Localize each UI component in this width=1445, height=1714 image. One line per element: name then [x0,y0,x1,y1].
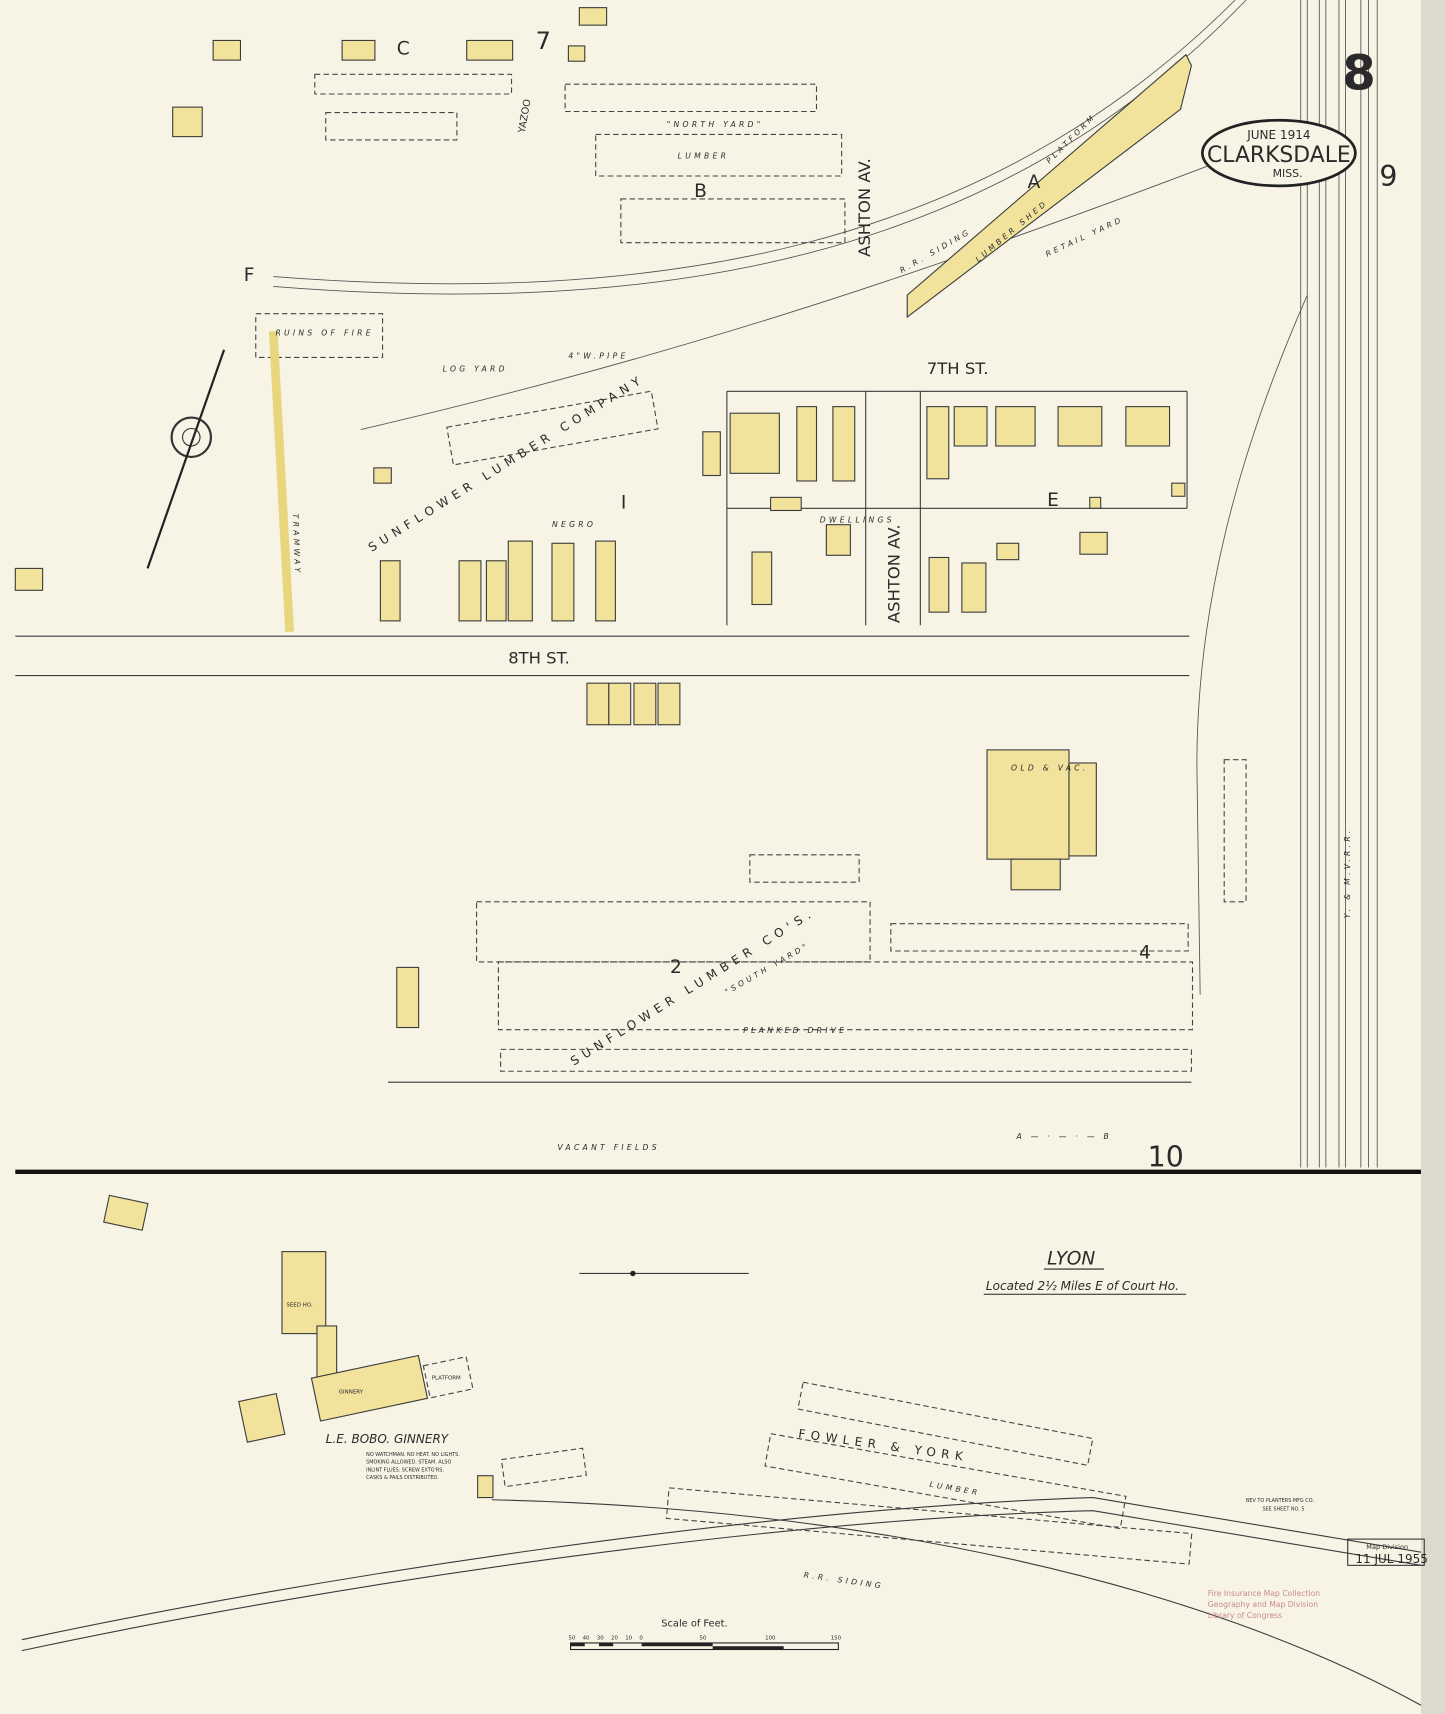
fowler-york-label: FOWLER & YORK [798,1427,970,1465]
block-i: I [621,492,626,513]
loc-line: Fire Insurance Map Collection [1208,1589,1320,1598]
ginnery-note: SMOKING ALLOWED. STEAM. ALSO [366,1460,451,1466]
sheet-edge [1420,0,1445,1714]
scale-bar: Scale of Feet. 50 40 30 20 10 0 50 100 1… [568,1619,842,1651]
ginnery-note: CASKS & PAILS DISTRIBUTED. [366,1475,439,1481]
ginnery-note: INLINT FLUES. SCREW EXTG'RS. [366,1467,444,1473]
street-label-ashton-upper: ASHTON AV. [855,158,874,257]
lyon-rr-siding-label: R.R. SIDING [803,1570,884,1590]
dwellings-label-1: NEGRO [552,520,596,529]
lyon-inset: LYON Located 2½ Miles E of Court Ho. L.E… [286,1249,1314,1591]
lumber-label: LUMBER [678,152,729,161]
scale-tick: 30 [597,1636,604,1642]
lumber-shed [906,53,1192,319]
loc-line: Library of Congress [1208,1611,1282,1620]
state-name: MISS. [1273,167,1303,180]
south-yard-label: "SOUTH YARD" [723,941,811,997]
tramway [268,330,295,633]
block-f: F [244,265,255,286]
railroad-tracks [273,0,1378,1168]
railroad-label: Y. & M.V.R.R. [1343,827,1352,918]
scale-tick: 150 [831,1636,842,1642]
sheet-number: 8 [1342,46,1375,102]
water-pipe-label: 4"W.PIPE [568,352,628,361]
company-label-south: SUNFLOWER LUMBER CO'S. [568,905,818,1068]
stamp-header: Map Division [1366,1543,1408,1551]
dwellings-label-2: DWELLINGS [820,516,895,525]
log-yard-label: LOG YARD [443,365,508,374]
old-vac-label: OLD & VAC. [1011,764,1088,773]
scale-tick: 10 [625,1636,632,1642]
street-label-8th: 8TH ST. [508,649,570,668]
block-b: B [694,181,707,202]
buildings [14,7,1193,1565]
ginnery-building-label: GINNERY [339,1390,364,1396]
adjacent-sheet-7[interactable]: 7 [536,27,551,55]
scale-tick: 100 [765,1636,776,1642]
block-c: C [397,39,410,60]
lyon-lumber-label: LUMBER [929,1480,981,1498]
adjacent-sheet-10[interactable]: 10 [1148,1140,1184,1173]
street-label-ashton-lower: ASHTON AV. [885,524,904,623]
scale-tick: 20 [611,1636,618,1642]
planked-drive-label: PLANKED DRIVE [743,1026,847,1035]
company-label-north: SUNFLOWER LUMBER COMPANY [366,371,648,554]
stamp-date: 11 JUL 1955 [1355,1552,1428,1566]
map-date: JUNE 1914 [1246,128,1310,142]
lyon-title: LYON [1047,1249,1095,1270]
compass-rose-icon [146,349,226,569]
ginnery-note: NO WATCHMAN. NO HEAT. NO LIGHTS. [366,1452,460,1458]
loc-line: Geography and Map Division [1208,1600,1318,1609]
planters-note: SEE SHEET NO. 5 [1262,1507,1304,1513]
scale-tick: 0 [639,1636,643,1642]
block-a: A [1027,172,1040,193]
street-label-yazoo: YAZOO [517,98,534,135]
loc-stamp: Fire Insurance Map Collection Geography … [1208,1589,1320,1620]
vacant-fields-label: VACANT FIELDS [557,1143,659,1152]
scale-tick: 50 [568,1636,575,1642]
section-line-label: A — · — · — B [1016,1132,1112,1141]
lyon-platform-label: PLATFORM [432,1376,461,1382]
ginnery-name: L.E. BOBO. GINNERY [326,1432,450,1446]
received-stamp: Map Division 11 JUL 1955 [1347,1538,1428,1566]
lyon-subtitle: Located 2½ Miles E of Court Ho. [986,1279,1179,1293]
adjacent-sheet-9[interactable]: 9 [1379,160,1397,193]
planters-note: BEV TO PLANTERS MFG CO. [1246,1498,1314,1504]
scale-title: Scale of Feet. [661,1619,727,1630]
street-label-7th: 7TH ST. [927,359,989,378]
title-cartouche: JUNE 1914 CLARKSDALE MISS. [1200,118,1357,188]
block-2: 2 [670,957,682,978]
city-name: CLARKSDALE [1207,143,1351,168]
scale-tick: 50 [700,1636,707,1642]
scale-tick: 40 [583,1636,590,1642]
retail-yard-label: RETAIL YARD [1044,215,1125,259]
block-e: E [1047,490,1059,511]
ruins-label: RUINS OF FIRE [275,329,373,338]
block-4: 4 [1139,943,1151,964]
north-yard-label: "NORTH YARD" [667,120,764,129]
tramway-label: TRAMWAY [291,514,302,576]
seed-house-label: SEED HO. [286,1302,312,1308]
